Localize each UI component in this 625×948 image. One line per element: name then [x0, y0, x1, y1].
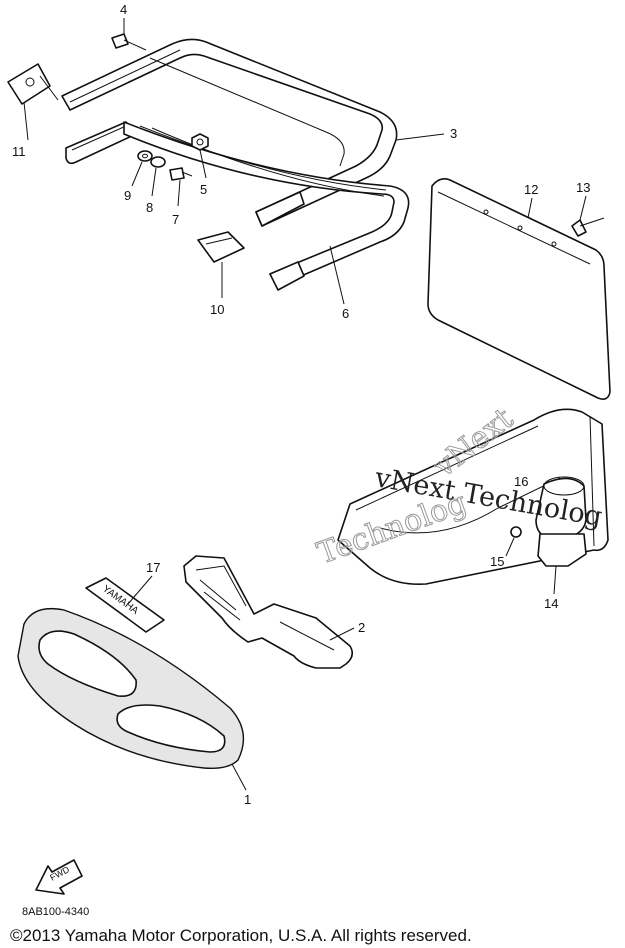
part-14-cup — [535, 476, 587, 567]
fwd-arrow-icon: FWD — [35, 859, 83, 895]
callout-11: 11 — [12, 144, 26, 159]
callout-12: 12 — [524, 182, 538, 197]
callout-14: 14 — [544, 596, 558, 611]
callout-2: 2 — [358, 620, 365, 635]
part-5-nut — [191, 133, 209, 151]
part-13-pin — [571, 217, 605, 237]
callout-15: 15 — [490, 554, 504, 569]
callout-5: 5 — [200, 182, 207, 197]
callout-17: 17 — [146, 560, 160, 575]
callout-3: 3 — [450, 126, 457, 141]
part-7-screw — [169, 167, 193, 181]
leader-lines — [23, 18, 587, 791]
callout-1: 1 — [244, 792, 251, 807]
callouts: 4 11 3 9 8 5 7 12 13 10 6 16 15 14 17 2 … — [12, 2, 590, 807]
callout-7: 7 — [172, 212, 179, 227]
callout-16: 16 — [514, 474, 528, 489]
callout-10: 10 — [210, 302, 224, 317]
callout-6: 6 — [342, 306, 349, 321]
callout-8: 8 — [146, 200, 153, 215]
part-3-frame — [61, 38, 398, 227]
copyright-notice: ©2013 Yamaha Motor Corporation, U.S.A. A… — [10, 926, 472, 945]
part-15-fastener — [510, 526, 522, 538]
callout-9: 9 — [124, 188, 131, 203]
callout-13: 13 — [576, 180, 590, 195]
part-6-rail — [123, 121, 410, 291]
part-8-washer — [150, 156, 166, 168]
part-12-panel — [427, 178, 611, 400]
part-4-bolt — [111, 33, 147, 51]
part-9-washer — [137, 150, 153, 162]
part-2-grille — [183, 555, 354, 669]
part-10-block — [197, 231, 245, 263]
part-11-bracket — [7, 63, 59, 105]
callout-4: 4 — [120, 2, 127, 17]
part-1-bezel — [17, 607, 245, 770]
diagram-code: 8AB100-4340 — [22, 906, 90, 918]
